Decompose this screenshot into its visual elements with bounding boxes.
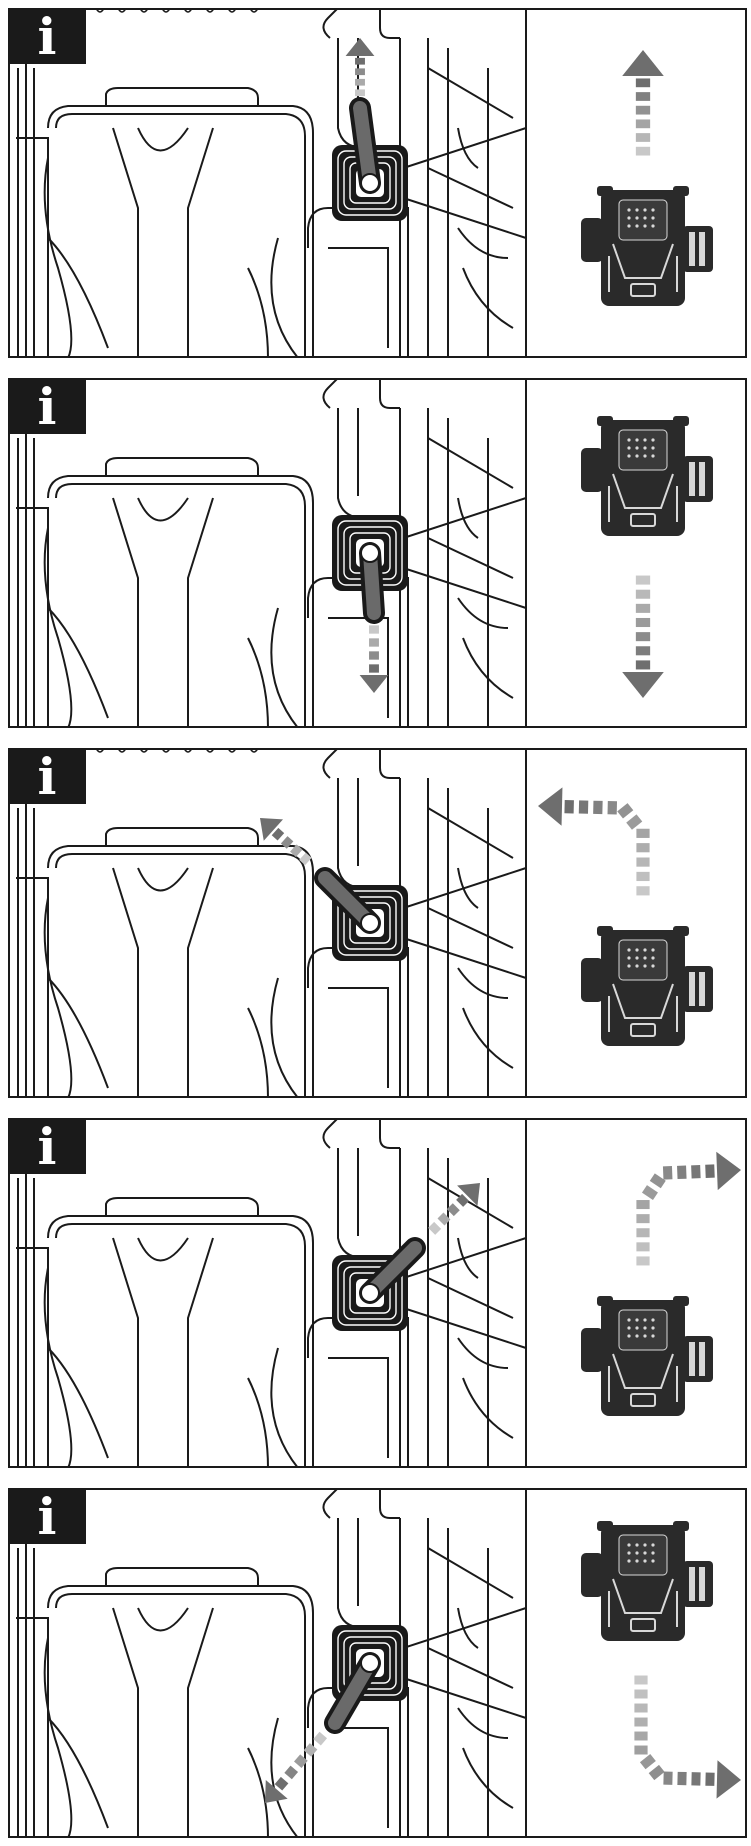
info-icon: i <box>38 748 57 806</box>
joystick-lever-grip <box>360 108 370 183</box>
lever-arrow-segment <box>293 848 299 853</box>
info-icon: i <box>38 8 57 66</box>
ride-on-machine-icon <box>581 926 713 1046</box>
ride-on-machine-icon <box>581 186 713 306</box>
joystick-pivot <box>361 544 379 562</box>
lever-arrow-segment <box>302 856 308 861</box>
instruction-panel: i <box>8 1488 747 1838</box>
lever-direction-arrow <box>432 1183 480 1231</box>
joystick-pivot <box>361 1654 379 1672</box>
machine-movement-arrow <box>643 1152 741 1266</box>
movement-arrow-segment <box>647 1189 652 1197</box>
lever-direction-arrow <box>265 1735 323 1803</box>
lever-arrow-head <box>360 675 389 693</box>
movement-arrow-head <box>622 672 664 698</box>
lever-arrow-segment <box>441 1216 447 1222</box>
lever-arrow-segment <box>275 832 281 837</box>
lever-arrow-segment <box>317 1735 323 1742</box>
machine-console-illustration <box>16 748 526 1098</box>
movement-arrow-head <box>716 1152 741 1190</box>
movement-arrow-segment <box>645 1758 651 1765</box>
movement-arrow-segment <box>631 818 637 825</box>
movement-arrow-head <box>622 50 664 76</box>
lever-arrow-segment <box>288 1769 294 1776</box>
instruction-panel: i <box>8 378 747 728</box>
lever-direction-arrow <box>360 625 389 693</box>
movement-arrow-segment <box>654 1769 660 1776</box>
instruction-panel: i <box>8 1118 747 1468</box>
lever-arrow-segment <box>307 1746 313 1753</box>
ride-on-machine-icon <box>581 1296 713 1416</box>
lever-arrow-segment <box>460 1197 466 1203</box>
movement-arrow-head <box>538 787 562 825</box>
ride-on-machine-icon <box>581 1521 713 1641</box>
joystick-pivot <box>361 914 379 932</box>
movement-arrow-head <box>717 1760 741 1798</box>
ride-on-machine-icon <box>581 416 713 536</box>
lever-arrow-head <box>346 38 375 56</box>
machine-console-illustration <box>16 8 526 358</box>
info-icon: i <box>38 1488 57 1546</box>
lever-arrow-segment <box>298 1758 304 1765</box>
lever-arrow-segment <box>284 840 290 845</box>
instruction-panel: i <box>8 8 747 358</box>
movement-arrow-segment <box>655 1177 660 1185</box>
machine-console-illustration <box>16 1118 526 1468</box>
machine-movement-arrow <box>538 787 643 895</box>
instruction-panel: i <box>8 748 747 1098</box>
machine-movement-arrow <box>622 576 664 698</box>
info-icon: i <box>38 378 57 436</box>
lever-arrow-segment <box>432 1225 438 1231</box>
lever-direction-arrow <box>346 38 375 96</box>
lever-arrow-segment <box>450 1207 456 1213</box>
movement-arrow-segment <box>622 807 628 814</box>
machine-movement-arrow <box>641 1676 741 1799</box>
joystick-pivot <box>361 174 379 192</box>
joystick-pivot <box>361 1284 379 1302</box>
machine-console-illustration <box>16 378 526 728</box>
machine-movement-arrow <box>622 50 664 156</box>
info-icon: i <box>38 1118 57 1176</box>
lever-arrow-segment <box>278 1780 284 1787</box>
